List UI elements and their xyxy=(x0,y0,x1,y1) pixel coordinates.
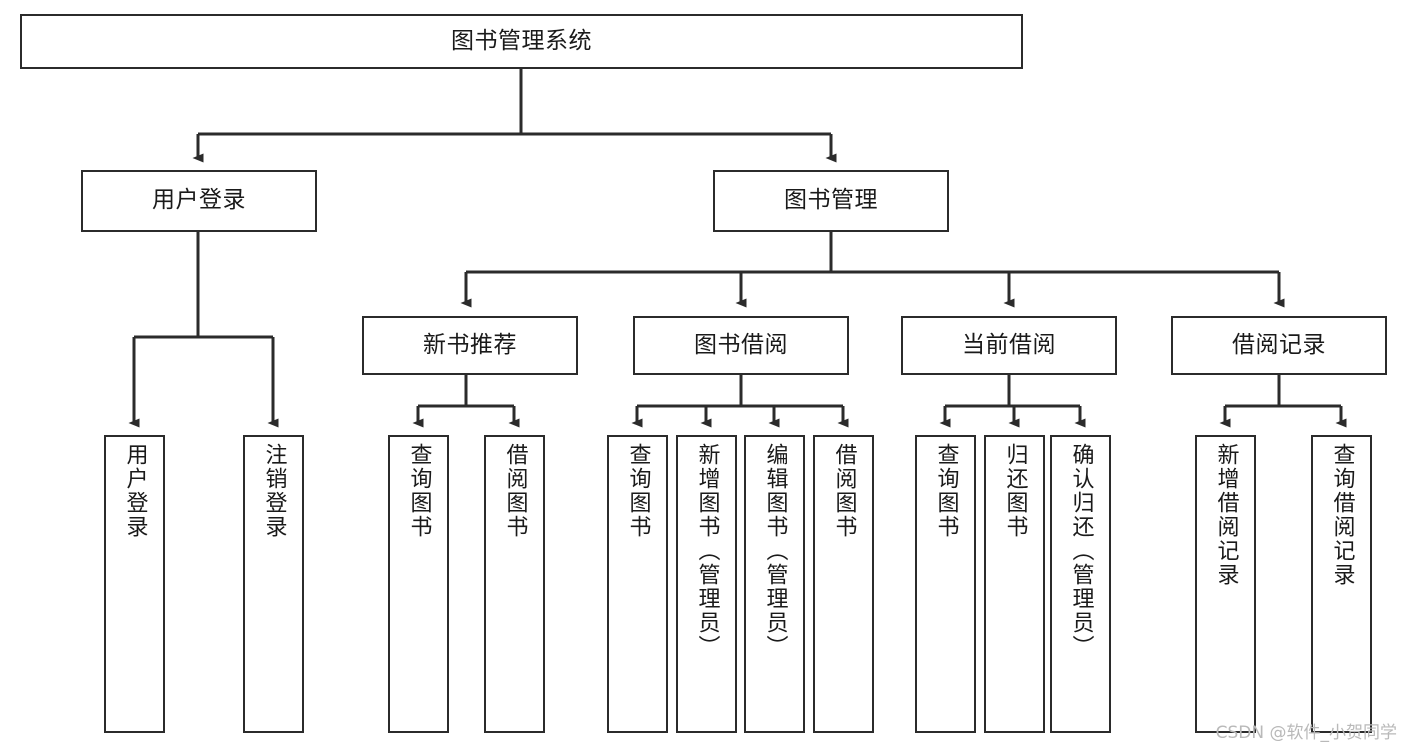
node-leaf-query-borrow-record[interactable]: 查询借阅记录 xyxy=(1311,435,1372,733)
node-leaf-query-book-2-label: 查询图书 xyxy=(625,443,651,539)
node-leaf-user-login[interactable]: 用户登录 xyxy=(104,435,165,733)
node-leaf-logout-login-label: 注销登录 xyxy=(261,443,287,539)
node-leaf-query-book-3[interactable]: 查询图书 xyxy=(915,435,976,733)
node-leaf-query-book-1[interactable]: 查询图书 xyxy=(388,435,449,733)
node-leaf-user-login-label: 用户登录 xyxy=(122,443,148,539)
node-new-book-recommend-label: 新书推荐 xyxy=(423,331,517,358)
node-leaf-borrow-book-2[interactable]: 借阅图书 xyxy=(813,435,874,733)
node-user-login-label: 用户登录 xyxy=(152,187,246,214)
node-leaf-edit-book-admin-label: 编辑图书（管理员） xyxy=(762,443,788,659)
node-leaf-query-book-2[interactable]: 查询图书 xyxy=(607,435,668,733)
node-root-book-management-system[interactable]: 图书管理系统 xyxy=(20,14,1023,69)
node-leaf-return-book-label: 归还图书 xyxy=(1002,443,1028,539)
node-leaf-add-book-admin-label: 新增图书（管理员） xyxy=(694,443,720,659)
node-current-borrow[interactable]: 当前借阅 xyxy=(901,316,1117,375)
node-leaf-add-borrow-record-label: 新增借阅记录 xyxy=(1213,443,1239,587)
node-leaf-edit-book-admin[interactable]: 编辑图书（管理员） xyxy=(744,435,805,733)
node-leaf-query-book-1-label: 查询图书 xyxy=(406,443,432,539)
node-new-book-recommend[interactable]: 新书推荐 xyxy=(362,316,578,375)
node-leaf-logout-login[interactable]: 注销登录 xyxy=(243,435,304,733)
node-book-management[interactable]: 图书管理 xyxy=(713,170,949,232)
node-book-borrow[interactable]: 图书借阅 xyxy=(633,316,849,375)
node-leaf-confirm-return-admin[interactable]: 确认归还（管理员） xyxy=(1050,435,1111,733)
node-leaf-borrow-book-1[interactable]: 借阅图书 xyxy=(484,435,545,733)
node-book-management-label: 图书管理 xyxy=(784,187,878,214)
node-borrow-record[interactable]: 借阅记录 xyxy=(1171,316,1387,375)
node-book-borrow-label: 图书借阅 xyxy=(694,331,788,358)
node-borrow-record-label: 借阅记录 xyxy=(1232,331,1326,358)
node-leaf-query-borrow-record-label: 查询借阅记录 xyxy=(1329,443,1355,587)
node-leaf-return-book[interactable]: 归还图书 xyxy=(984,435,1045,733)
node-leaf-query-book-3-label: 查询图书 xyxy=(933,443,959,539)
node-user-login[interactable]: 用户登录 xyxy=(81,170,317,232)
node-leaf-add-book-admin[interactable]: 新增图书（管理员） xyxy=(676,435,737,733)
node-leaf-confirm-return-admin-label: 确认归还（管理员） xyxy=(1068,443,1094,659)
node-root-label: 图书管理系统 xyxy=(451,27,592,54)
node-leaf-borrow-book-2-label: 借阅图书 xyxy=(831,443,857,539)
node-leaf-borrow-book-1-label: 借阅图书 xyxy=(502,443,528,539)
node-current-borrow-label: 当前借阅 xyxy=(962,331,1056,358)
node-leaf-add-borrow-record[interactable]: 新增借阅记录 xyxy=(1195,435,1256,733)
